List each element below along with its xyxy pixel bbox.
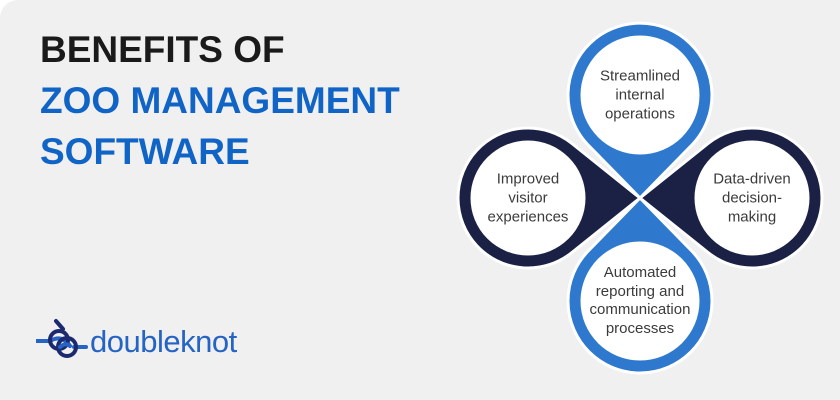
bottom-pin-inner-disc (580, 241, 700, 361)
page-title: BENEFITS OF ZOO MANAGEMENT SOFTWARE (40, 24, 400, 177)
left-pin-inner-disc (470, 140, 586, 256)
title-line-2: ZOO MANAGEMENT (40, 80, 400, 121)
top-pin-inner-disc (580, 35, 700, 155)
title-line-1: BENEFITS OF (40, 29, 285, 70)
brand-logo: doubleknot (36, 316, 237, 368)
brand-wordmark: doubleknot (90, 324, 237, 359)
pin-label-automated-reporting: Automated reporting and communication pr… (589, 264, 691, 337)
pin-label-visitor-experiences: Improved visitor experiences (487, 170, 569, 226)
right-pin-inner-disc (694, 140, 810, 256)
doubleknot-knot-icon (36, 319, 88, 358)
title-line-3: SOFTWARE (40, 131, 250, 172)
pin-label-data-driven-decisions: Data-driven decision- making (713, 170, 791, 226)
pin-label-streamlined-operations: Streamlined internal operations (599, 67, 681, 123)
